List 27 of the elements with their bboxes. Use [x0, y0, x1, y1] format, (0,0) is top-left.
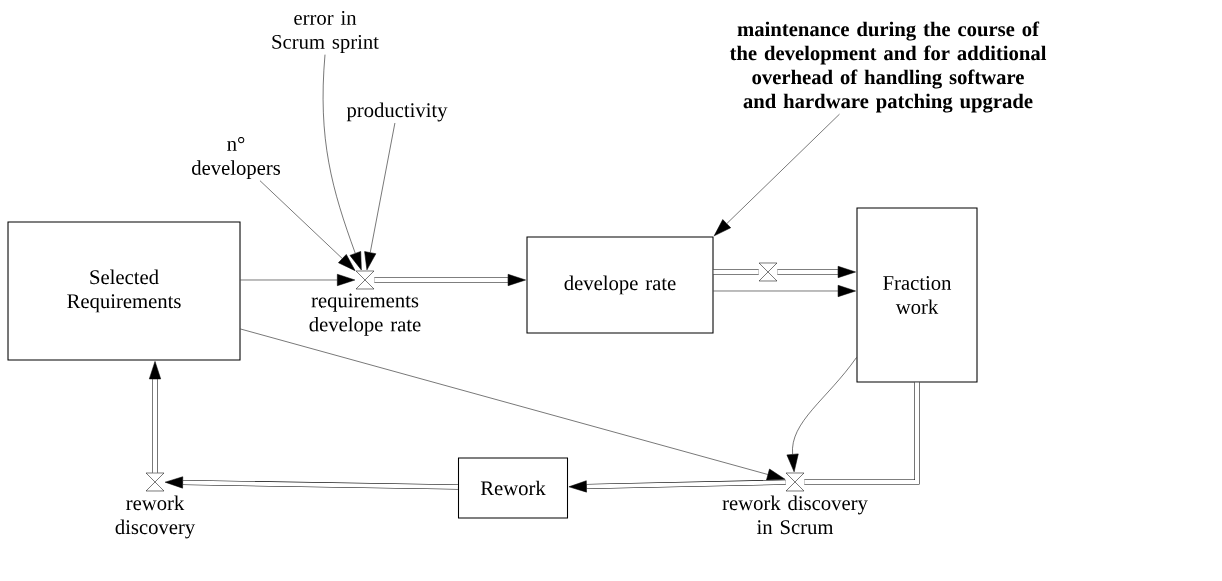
variable-label: productivity [346, 102, 448, 122]
flow-label: requirements develope rate [309, 293, 421, 336]
variable-label: error in Scrum sprint [272, 10, 379, 54]
variable-label: n° developers [192, 136, 281, 180]
arrow [786, 357, 857, 473]
flow-pipe [374, 274, 526, 286]
arrow [713, 113, 840, 237]
flow-label: rework discovery in Scrum [722, 495, 868, 535]
flow-pipe [149, 361, 161, 473]
flow-pipe [777, 266, 856, 278]
arrow [259, 180, 356, 271]
stock-box: Selected Requirements [7, 221, 241, 361]
stock-box: Fraction work [856, 207, 978, 383]
stock-box: develope rate [526, 236, 714, 334]
flow-pipe [713, 269, 759, 275]
stock-box: Rework [457, 457, 569, 519]
arrow [240, 274, 356, 286]
flow-pipe [804, 382, 920, 485]
arrow [364, 122, 396, 271]
arrow [240, 328, 786, 481]
flow-pipe [568, 479, 786, 493]
flow-pipe [164, 476, 458, 490]
variable-label: maintenance during the course of the development and for additional overhead of handling software and hardware patching upgrade [729, 21, 1047, 113]
valve-symbol [758, 262, 778, 282]
arrow [713, 285, 856, 297]
arrow [322, 54, 362, 271]
flow-label: rework discovery [115, 495, 196, 539]
